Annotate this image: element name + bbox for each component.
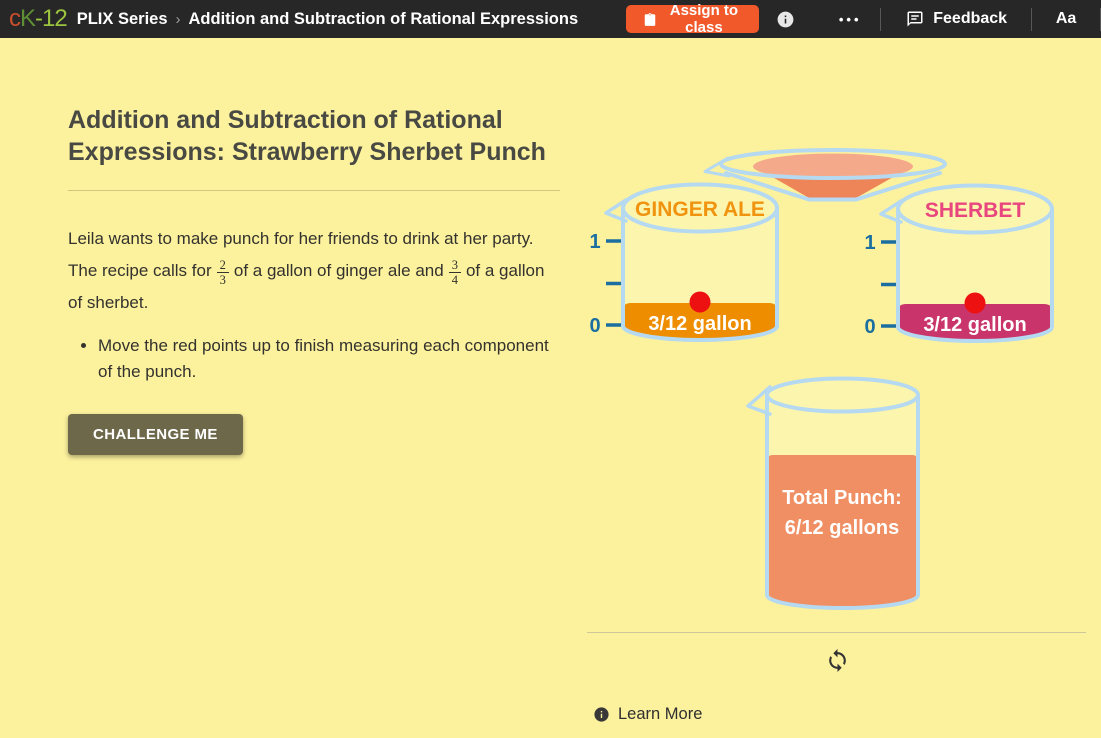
total-punch-liquid (767, 455, 918, 608)
reset-button[interactable] (822, 646, 852, 676)
ginger-ale-cup: GINGER ALE 1 0 3/12 gallon (589, 182, 779, 342)
article-column: Addition and Subtraction of Rational Exp… (68, 104, 560, 456)
total-punch-pitcher: Total Punch: 6/12 gallons (746, 376, 920, 610)
punch-simulation: GINGER ALE 1 0 3/12 gallon SHERBET 1 0 (589, 148, 1054, 610)
scale-label-zero: 0 (589, 315, 600, 337)
logo-num: -12 (35, 5, 68, 32)
ginger-ale-liquid (623, 303, 777, 340)
simulation-divider (587, 632, 1086, 633)
cup-rim (621, 182, 779, 234)
fraction-numerator: 3 (448, 258, 461, 273)
text-size-button[interactable]: Aa (1050, 9, 1082, 29)
page-title: Addition and Subtraction of Rational Exp… (188, 9, 579, 28)
feedback-button[interactable]: Feedback (900, 9, 1013, 29)
top-bar: cK-12 PLIX Series › Addition and Subtrac… (0, 0, 1101, 38)
intro-text-mid: of a gallon of ginger ale and (233, 260, 444, 280)
ck12-logo[interactable]: cK-12 (9, 5, 68, 33)
ginger-ale-amount: 3/12 gallon (648, 313, 751, 335)
header-divider (1031, 7, 1032, 31)
funnel-cone-outline (724, 171, 942, 202)
main-content: Addition and Subtraction of Rational Exp… (0, 38, 1101, 738)
sherbet-drag-point[interactable] (964, 292, 986, 314)
info-icon[interactable] (776, 10, 795, 29)
assign-to-class-button[interactable]: Assign to class (626, 2, 759, 36)
fraction-denominator: 4 (451, 272, 458, 287)
measurement-scale: 1 0 (589, 231, 621, 337)
challenge-me-button[interactable]: CHALLENGE ME (68, 414, 243, 456)
funnel-rim (719, 148, 947, 180)
ginger-ale-label: GINGER ALE (635, 198, 765, 221)
cup-outline (621, 206, 779, 342)
intro-paragraph: Leila wants to make punch for her friend… (68, 223, 560, 319)
intro-text-start: Leila wants to make punch for her friend… (68, 229, 539, 280)
pitcher-spout (746, 385, 772, 416)
scale-label-one: 1 (864, 232, 875, 254)
fraction-numerator: 2 (216, 258, 229, 273)
measurement-scale: 1 0 (864, 232, 896, 338)
title-divider (68, 190, 560, 191)
learn-more-link[interactable]: Learn More (587, 704, 708, 725)
instructions-list: Move the red points up to finish measuri… (68, 333, 560, 384)
breadcrumb-chevron: › (175, 10, 181, 28)
funnel-liquid-surface (753, 153, 913, 180)
sherbet-label: SHERBET (925, 199, 1026, 222)
logo-c: c (9, 5, 21, 32)
clipboard-icon (643, 12, 657, 27)
cup-outline (896, 207, 1054, 343)
intro-text-end: of a gallon of sherbet. (68, 260, 545, 313)
feedback-chat-icon (906, 10, 924, 28)
logo-k: K (20, 5, 36, 32)
sherbet-liquid (898, 304, 1052, 341)
pitcher-rim (765, 376, 920, 414)
fraction-denominator: 3 (219, 272, 226, 287)
more-options-menu[interactable]: ••• (838, 11, 862, 27)
pitcher-outline (765, 393, 920, 610)
instruction-item: Move the red points up to finish measuri… (98, 333, 560, 384)
cup-spout (604, 198, 628, 223)
scale-ticks (881, 240, 896, 328)
refresh-icon (828, 649, 846, 672)
learn-more-label: Learn More (618, 705, 703, 723)
sherbet-cup: SHERBET 1 0 3/12 gallon (864, 183, 1054, 343)
cup-spout (879, 199, 903, 224)
breadcrumb-plix-series[interactable]: PLIX Series (76, 9, 168, 28)
scale-label-zero: 0 (864, 316, 875, 338)
learn-more-info-icon (593, 706, 610, 723)
assign-to-class-label: Assign to class (669, 2, 739, 36)
total-punch-line1: Total Punch: (782, 487, 902, 509)
funnel (703, 148, 947, 202)
ginger-ale-drag-point[interactable] (689, 291, 711, 313)
total-punch-line2: 6/12 gallons (785, 517, 900, 539)
scale-ticks (606, 239, 621, 327)
header-divider (879, 7, 881, 31)
cup-rim (896, 183, 1054, 235)
feedback-label: Feedback (933, 10, 1008, 27)
lesson-title: Addition and Subtraction of Rational Exp… (68, 106, 546, 166)
scale-label-one: 1 (589, 231, 600, 253)
header-actions: Assign to class ••• Feedback Aa (626, 0, 1101, 38)
sherbet-amount: 3/12 gallon (923, 314, 1026, 336)
